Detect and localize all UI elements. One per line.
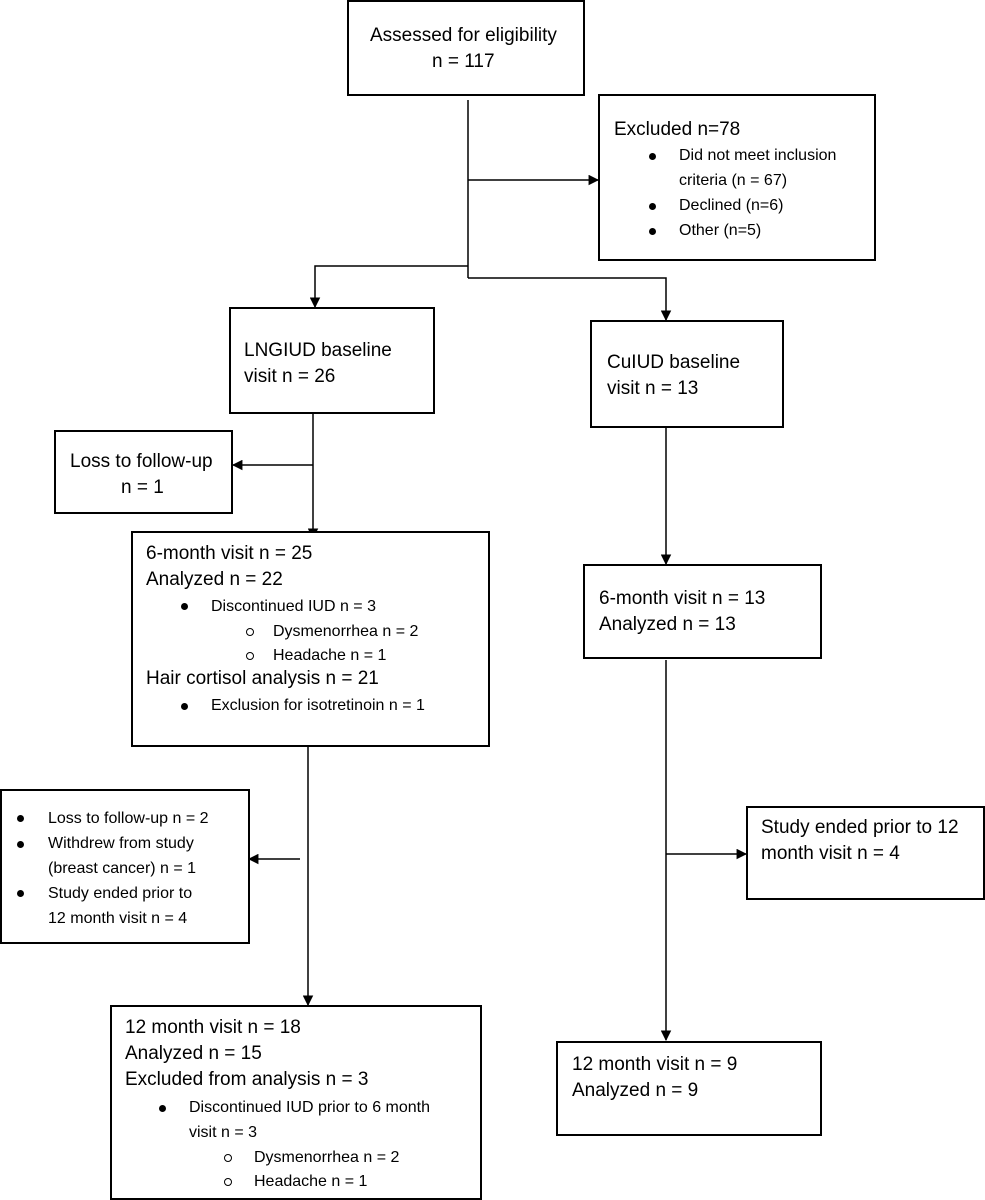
lng-loss2-box: Loss to follow-up n = 2 Withdrew from st… — [0, 789, 250, 944]
lng-12m-discontinued-line2: visit n = 3 — [189, 1124, 258, 1141]
excluded-title: Excluded n=78 — [614, 119, 741, 140]
excluded-bullet2: Declined (n=6) — [679, 197, 784, 214]
excluded-bullet3: Other (n=5) — [679, 222, 762, 239]
lng-6m-box: 6-month visit n = 25 Analyzed n = 22 Dis… — [131, 531, 490, 747]
lng-12m-box: 12 month visit n = 18 Analyzed n = 15 Ex… — [110, 1005, 482, 1200]
excluded-bullet1-line1: Did not meet inclusion — [679, 147, 837, 164]
cu-ended-line1: Study ended prior to 12 — [761, 817, 959, 838]
assessed-line1: Assessed for eligibility — [370, 25, 557, 46]
bullet-icon — [17, 841, 24, 848]
lng-baseline-line2: visit n = 26 — [244, 366, 336, 387]
cu-6m-visit: 6-month visit n = 13 — [599, 588, 766, 609]
cu-ended-box: Study ended prior to 12 month visit n = … — [746, 806, 985, 900]
cu-6m-analyzed: Analyzed n = 13 — [599, 614, 736, 635]
lng-6m-exclusion: Exclusion for isotretinoin n = 1 — [211, 697, 425, 714]
lng-loss-line2: n = 1 — [121, 477, 164, 498]
lng-12m-analyzed: Analyzed n = 15 — [125, 1043, 262, 1064]
bullet-icon — [649, 228, 656, 235]
lng-6m-hair: Hair cortisol analysis n = 21 — [146, 668, 379, 689]
cu-12m-box: 12 month visit n = 9 Analyzed n = 9 — [556, 1041, 822, 1136]
bullet-icon — [649, 203, 656, 210]
cu-12m-analyzed: Analyzed n = 9 — [572, 1080, 699, 1101]
arrow-to-lng-baseline — [309, 265, 468, 309]
bullet-icon — [649, 153, 656, 160]
cu-6m-box: 6-month visit n = 13 Analyzed n = 13 — [583, 564, 822, 659]
sub-bullet-icon — [224, 1154, 232, 1162]
assessed-box: Assessed for eligibility n = 117 — [347, 0, 585, 96]
arrow-to-cu-baseline — [468, 277, 672, 322]
lng-12m-dysmenorrhea: Dysmenorrhea n = 2 — [254, 1149, 400, 1166]
cu-baseline-line1: CuIUD baseline — [607, 352, 741, 373]
lng-loss2-bullet3-line2: 12 month visit n = 4 — [48, 910, 188, 927]
lng-loss-line1: Loss to follow-up — [70, 451, 213, 472]
lng-12m-headache: Headache n = 1 — [254, 1173, 368, 1190]
excluded-box: Excluded n=78 Did not meet inclusion cri… — [598, 94, 876, 261]
lng-loss2-bullet2-line2: (breast cancer) n = 1 — [48, 860, 197, 877]
excluded-bullet1-line2: criteria (n = 67) — [679, 172, 788, 189]
bullet-icon — [181, 603, 188, 610]
sub-bullet-icon — [224, 1178, 232, 1186]
sub-bullet-icon — [246, 628, 254, 636]
lng-6m-headache: Headache n = 1 — [273, 647, 387, 664]
lng-6m-visit: 6-month visit n = 25 — [146, 543, 313, 564]
lng-6m-discontinued: Discontinued IUD n = 3 — [211, 598, 376, 615]
lng-baseline-line1: LNGIUD baseline — [244, 340, 392, 361]
bullet-icon — [17, 815, 24, 822]
lng-loss2-bullet2-line1: Withdrew from study — [48, 835, 194, 852]
lng-6m-dysmenorrhea: Dysmenorrhea n = 2 — [273, 623, 419, 640]
assessed-line2: n = 117 — [432, 51, 495, 72]
cu-12m-visit: 12 month visit n = 9 — [572, 1054, 738, 1075]
lng-12m-visit: 12 month visit n = 18 — [125, 1017, 301, 1038]
lng-loss-box: Loss to follow-up n = 1 — [54, 430, 233, 514]
sub-bullet-icon — [246, 652, 254, 660]
bullet-icon — [17, 890, 24, 897]
lng-baseline-box: LNGIUD baseline visit n = 26 — [229, 307, 435, 414]
cu-baseline-line2: visit n = 13 — [607, 378, 699, 399]
bullet-icon — [159, 1105, 166, 1112]
lng-6m-analyzed: Analyzed n = 22 — [146, 569, 283, 590]
lng-loss2-bullet3-line1: Study ended prior to — [48, 885, 193, 902]
lng-12m-discontinued-line1: Discontinued IUD prior to 6 month — [189, 1099, 430, 1116]
bullet-icon — [181, 703, 188, 710]
cu-baseline-box: CuIUD baseline visit n = 13 — [590, 320, 784, 428]
lng-loss2-bullet1: Loss to follow-up n = 2 — [48, 810, 209, 827]
lng-12m-excluded: Excluded from analysis n = 3 — [125, 1069, 369, 1090]
cu-ended-line2: month visit n = 4 — [761, 843, 900, 864]
